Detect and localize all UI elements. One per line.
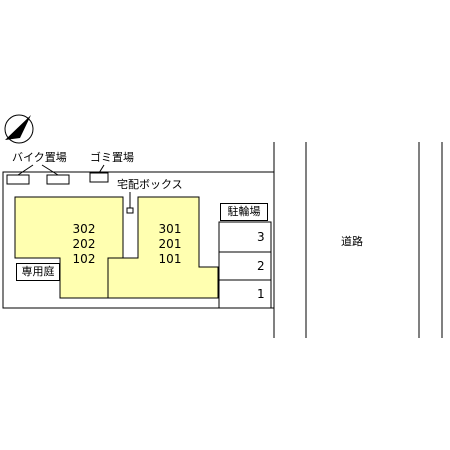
private-garden-label: 専用庭 [16, 263, 60, 281]
bicycle-slot-2-number: 2 [257, 259, 265, 273]
delivery-box-marker [126, 207, 134, 214]
bicycle-slot-3 [218, 221, 272, 253]
property-outline [2, 171, 275, 309]
garbage-box [89, 172, 109, 183]
left-unit-numbers: 302 202 102 [64, 222, 104, 267]
building-right [107, 196, 219, 299]
bicycle-slot-3-number: 3 [257, 230, 265, 244]
bicycle-slot-1-number: 1 [257, 287, 265, 301]
unit-102: 102 [72, 252, 96, 266]
bike-parking-label: バイク置場 [12, 151, 67, 164]
right-unit-numbers: 301 201 101 [150, 222, 190, 267]
unit-201: 201 [158, 237, 182, 251]
bike-space-2 [46, 174, 70, 185]
unit-302: 302 [72, 222, 96, 236]
road-label: 道路 [341, 235, 363, 248]
bicycle-parking-label: 駐輪場 [220, 203, 268, 221]
unit-301: 301 [158, 222, 182, 236]
garbage-label: ゴミ置場 [90, 151, 134, 164]
delivery-box-label: 宅配ボックス [117, 178, 183, 191]
unit-101: 101 [158, 252, 182, 266]
bicycle-slot-2 [218, 251, 272, 281]
garbage-leader [98, 164, 105, 174]
bike-leader-1 [17, 164, 34, 176]
bike-leader-2 [41, 164, 59, 176]
bike-space-1 [6, 174, 30, 185]
bicycle-slot-1 [218, 279, 272, 309]
north-arrow-icon [4, 114, 34, 144]
unit-202: 202 [72, 237, 96, 251]
